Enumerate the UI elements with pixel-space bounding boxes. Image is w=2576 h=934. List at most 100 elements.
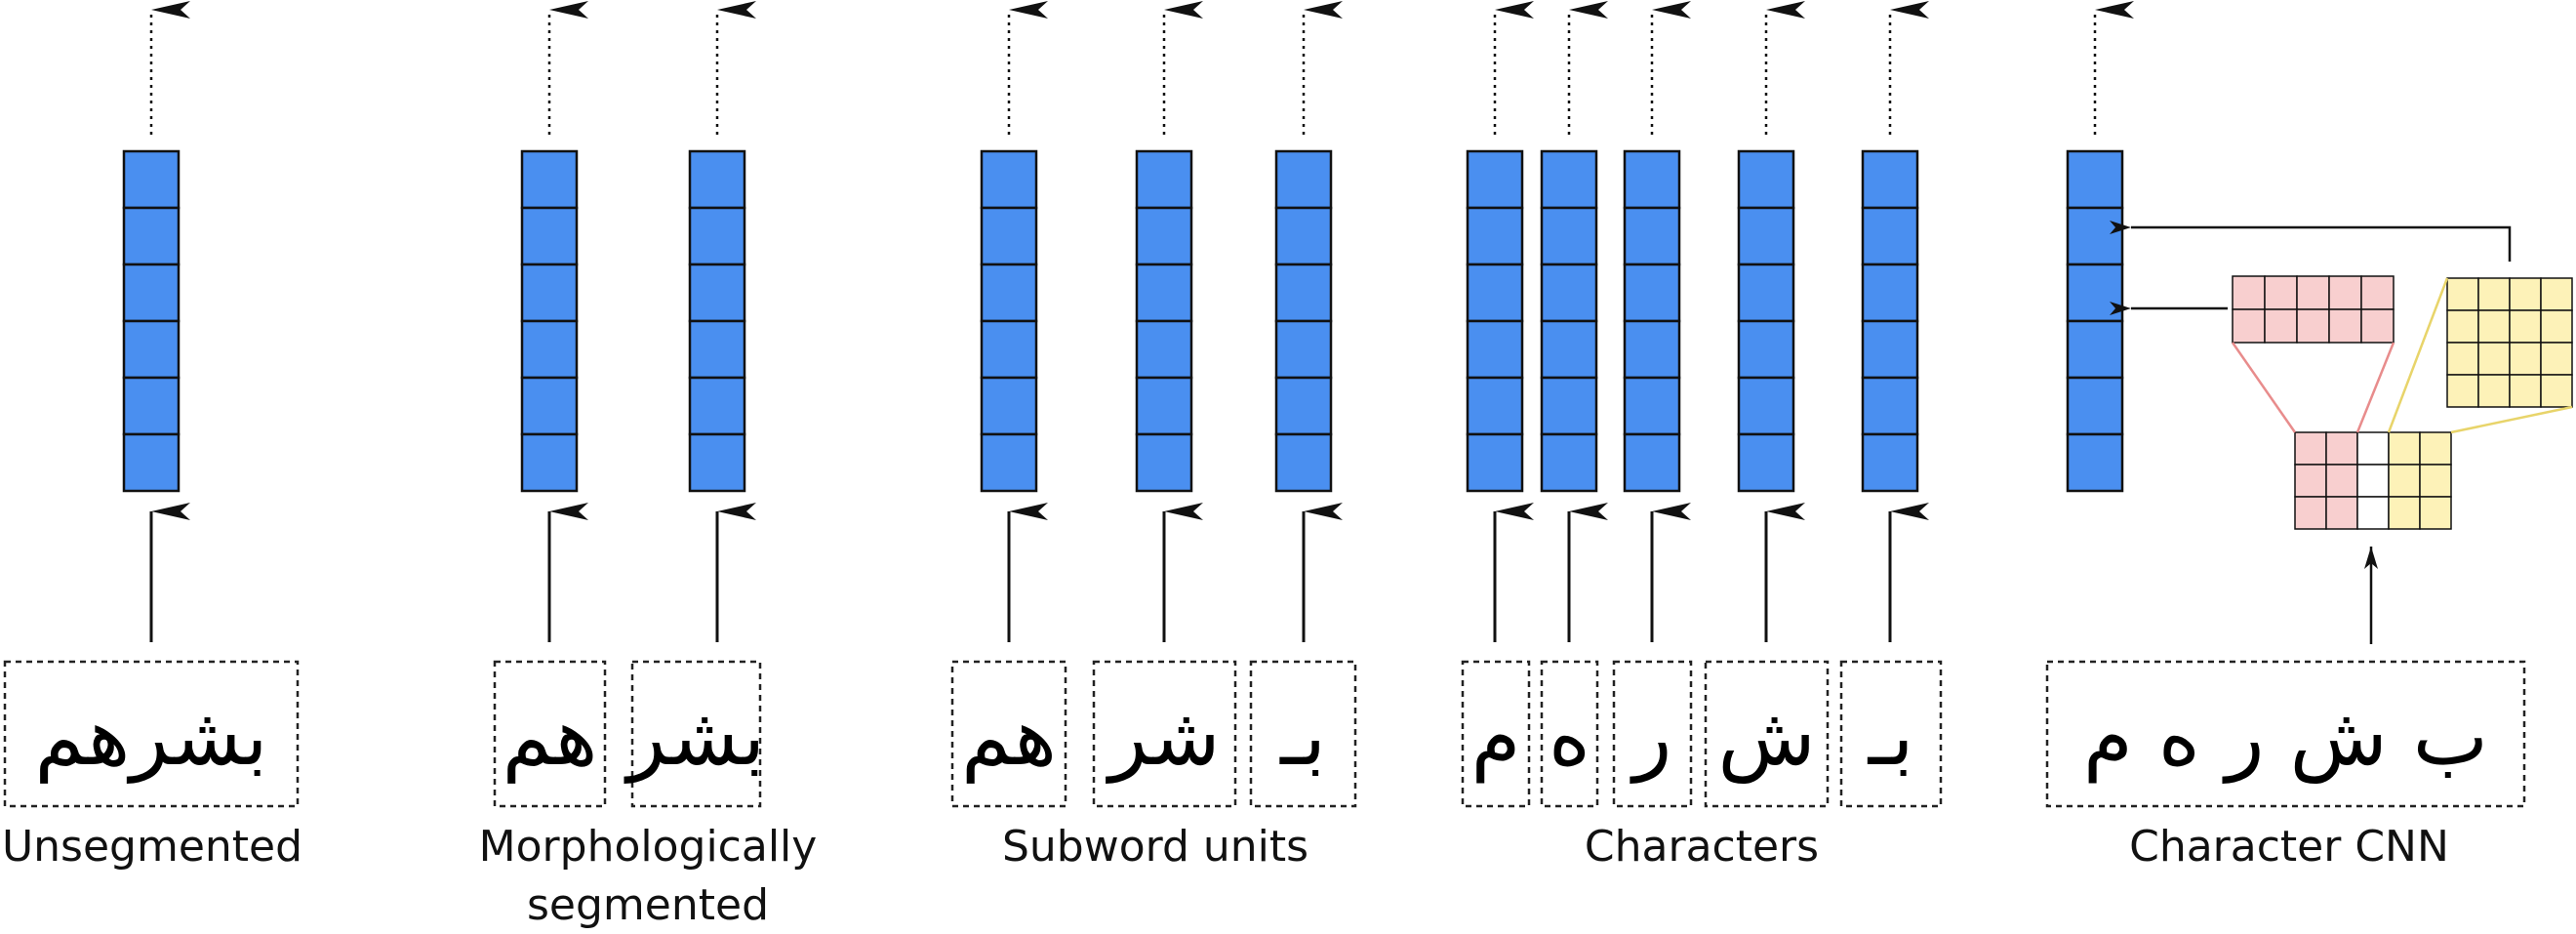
char-embedding-matrix [2294,431,2452,530]
embedding-cell [980,319,1038,380]
feature-cell [2509,309,2542,344]
feature-cell [2232,275,2266,310]
token-text: م [1471,691,1521,784]
embedding-cell [980,432,1038,493]
matrix-cell [2388,464,2421,498]
embedding-cell [520,319,579,380]
embedding-cell [2066,376,2124,436]
embedding-vector [1861,149,1919,493]
feature-cell [2360,308,2395,344]
embedding-cell [980,206,1038,266]
embedding-vector [688,149,746,493]
embedding-cell [2066,149,2124,210]
token-text: بـ [1279,691,1326,784]
caption-unsegmented: Unsegmented [2,822,302,872]
matrix-cell [2419,464,2452,498]
embedding-cell [688,432,746,493]
embedding-cell [1540,149,1598,210]
matrix-cell [2356,464,2390,498]
feature-cell [2540,309,2573,344]
feature-cell [2477,277,2511,311]
token-box [3,660,300,808]
matrix-cell [2294,496,2327,530]
token-box [1461,660,1531,808]
matrix-cell [2419,496,2452,530]
embedding-cell [122,149,181,210]
embedding-cell [1274,263,1333,323]
feature-cell [2477,374,2511,408]
feature-cell [2509,277,2542,311]
feature-cell [2232,308,2266,344]
embedding-cell [122,206,181,266]
token-box [493,660,607,808]
embedding-cell [1737,376,1795,436]
feature-cell [2540,342,2573,376]
yellow-filter-line [2450,405,2573,434]
token-text: ش [1717,691,1815,784]
token-text: هم [961,691,1057,784]
embedding-cell [2066,263,2124,323]
embedding-vector [1135,149,1193,493]
embedding-cell [980,149,1038,210]
embedding-cell [122,319,181,380]
embedding-cell [980,376,1038,436]
embedding-cell [1466,319,1524,380]
embedding-cell [688,206,746,266]
feature-cell [2296,308,2330,344]
embedding-vector [980,149,1038,493]
embedding-cell [1274,432,1333,493]
token-box [1612,660,1693,808]
feature-cell [2540,374,2573,408]
token-box [1704,660,1830,808]
embedding-cell [688,376,746,436]
embedding-cell [1274,376,1333,436]
token-box [1540,660,1599,808]
feature-cell [2509,342,2542,376]
matrix-cell [2356,496,2390,530]
embedding-cell [688,149,746,210]
token-box [2045,660,2526,808]
embedding-cell [1135,206,1193,266]
embedding-cell [122,432,181,493]
embedding-cell [1623,432,1681,493]
embedding-cell [2066,206,2124,266]
feature-cell [2509,374,2542,408]
yellow-filter-line [2387,277,2449,433]
token-text: شر [1106,691,1221,784]
feature-cell [2296,275,2330,310]
token-text: بشرهم [34,691,267,784]
embedding-cell [1466,376,1524,436]
caption-subword-units: Subword units [1002,822,1308,872]
embedding-cell [1466,149,1524,210]
embedding-cell [1623,319,1681,380]
feature-cell [2446,277,2479,311]
pink-filter-line [2231,342,2297,433]
embedding-cell [1861,376,1919,436]
embedding-cell [2066,319,2124,380]
matrix-cell [2294,431,2327,466]
embedding-vector [1623,149,1681,493]
embedding-cell [1737,432,1795,493]
embedding-cell [1540,263,1598,323]
embedding-cell [980,263,1038,323]
embedding-cell [1135,149,1193,210]
embedding-cell [1466,206,1524,266]
matrix-cell [2388,431,2421,466]
embedding-vector [1466,149,1524,493]
matrix-cell [2419,431,2452,466]
embedding-cell [1274,319,1333,380]
token-text: ر [1630,691,1672,784]
embedding-columns-layer [122,149,2124,493]
embedding-cell [122,376,181,436]
embedding-cell [520,149,579,210]
token-text: ه [1549,691,1590,784]
embedding-vector [520,149,579,493]
token-box [950,660,1067,808]
feature-cell [2477,309,2511,344]
feature-cell [2477,342,2511,376]
caption-character-cnn: Character CNN [2129,822,2449,872]
arrows-layer [149,1,2134,642]
embedding-vector [2066,149,2124,493]
embedding-cell [1623,149,1681,210]
